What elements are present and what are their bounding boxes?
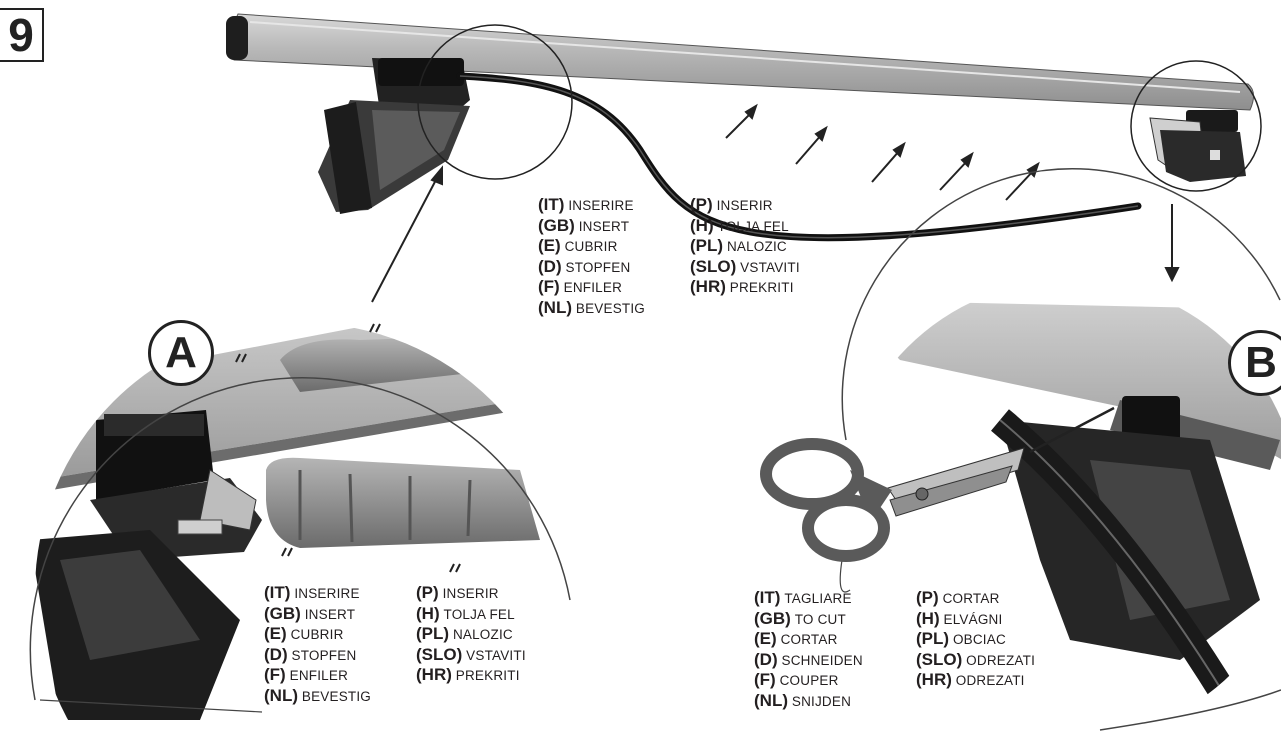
instruction-line: (SLO) VSTAVITI: [690, 257, 800, 278]
instruction-line: (NL) BEVESTIG: [538, 298, 690, 319]
instruction-line: (D) SCHNEIDEN: [754, 650, 916, 671]
step-number: 9: [0, 8, 44, 62]
instruction-line: (E) CUBRIR: [538, 236, 690, 257]
instruction-line: (HR) ODREZATI: [916, 670, 1035, 691]
instruction-line: (SLO) VSTAVITI: [416, 645, 526, 666]
instruction-line: (NL) BEVESTIG: [264, 686, 416, 707]
bar-end-cap: [226, 16, 248, 60]
insert-instructions-detail-a: (IT) INSERIRE (GB) INSERT (E) CUBRIR (D)…: [264, 583, 526, 706]
left-foot: [318, 58, 470, 214]
detail-label-a: A: [148, 320, 214, 386]
instruction-line: (H) ELVÁGNI: [916, 609, 1035, 630]
instruction-line: (SLO) ODREZATI: [916, 650, 1035, 671]
instruction-line: (P) INSERIR: [416, 583, 526, 604]
cut-instructions-detail-b: (IT) TAGLIARE (GB) TO CUT (E) CORTAR (D)…: [754, 588, 1035, 711]
instruction-line: (GB) INSERT: [538, 216, 690, 237]
instruction-line: (GB) TO CUT: [754, 609, 916, 630]
instruction-line: (E) CORTAR: [754, 629, 916, 650]
instruction-line: (PL) NALOZIC: [690, 236, 800, 257]
insert-instructions-top: (IT) INSERIRE (GB) INSERT (E) CUBRIR (D)…: [538, 195, 800, 318]
instruction-line: (P) CORTAR: [916, 588, 1035, 609]
instruction-line: (PL) OBCIAC: [916, 629, 1035, 650]
instruction-line: (F) ENFILER: [264, 665, 416, 686]
instruction-line: (HR) PREKRITI: [690, 277, 800, 298]
instruction-line: (PL) NALOZIC: [416, 624, 526, 645]
push-arrows: [726, 106, 1038, 200]
instruction-line: (IT) INSERIRE: [538, 195, 690, 216]
instruction-line: (D) STOPFEN: [264, 645, 416, 666]
instruction-line: (P) INSERIR: [690, 195, 800, 216]
right-foot: [1150, 110, 1246, 182]
instruction-line: (GB) INSERT: [264, 604, 416, 625]
instruction-line: (H) TOLJA FEL: [416, 604, 526, 625]
instruction-line: (NL) SNIJDEN: [754, 691, 916, 712]
instruction-line: (D) STOPFEN: [538, 257, 690, 278]
instruction-line: (IT) INSERIRE: [264, 583, 416, 604]
instruction-line: (E) CUBRIR: [264, 624, 416, 645]
instruction-line: (IT) TAGLIARE: [754, 588, 916, 609]
instruction-line: (HR) PREKRITI: [416, 665, 526, 686]
instruction-line: (H) TOLJA FEL: [690, 216, 800, 237]
instruction-line: (F) ENFILER: [538, 277, 690, 298]
instruction-line: (F) COUPER: [754, 670, 916, 691]
